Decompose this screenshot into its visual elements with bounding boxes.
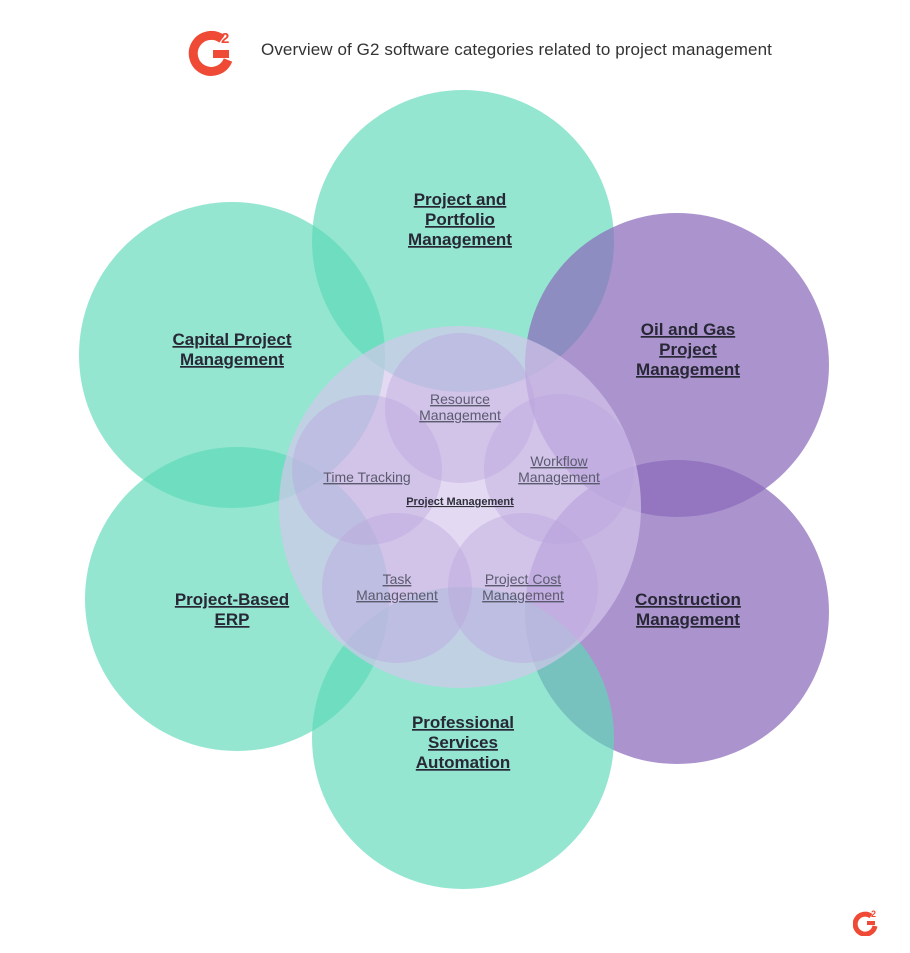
circle-workflow-management (484, 394, 634, 544)
label-project-and-portfolio-management-line: Management (408, 230, 512, 249)
circle-task-management (322, 513, 472, 663)
label-professional-services-automation-line: Automation (416, 753, 510, 772)
circle-time-tracking (292, 395, 442, 545)
circle-resource-management (385, 333, 535, 483)
label-project-cost-management-line: Project Cost (485, 571, 561, 587)
svg-text:2: 2 (871, 909, 876, 919)
page-title: Overview of G2 software categories relat… (261, 40, 772, 59)
label-time-tracking-line: Time Tracking (323, 469, 410, 485)
circle-project-cost-management (448, 513, 598, 663)
label-project-based-erp-line: Project-Based (175, 590, 289, 609)
label-construction-management-line: Construction (635, 590, 741, 609)
inner-circles (279, 326, 641, 688)
label-project-cost-management-line: Management (482, 587, 564, 603)
label-project-based-erp-line: ERP (215, 610, 250, 629)
label-project-management[interactable]: Project Management (406, 496, 514, 508)
label-oil-and-gas-project-management-line: Project (659, 340, 717, 359)
label-professional-services-automation-line: Professional (412, 713, 514, 732)
g2-logo-icon: 2 (188, 30, 233, 76)
label-workflow-management-line: Workflow (530, 453, 588, 469)
g2-footer-logo-icon: 2 (853, 909, 878, 936)
svg-text:2: 2 (221, 30, 229, 47)
label-professional-services-automation-line: Services (428, 733, 498, 752)
label-task-management-line: Management (356, 587, 438, 603)
label-resource-management-line: Resource (430, 391, 490, 407)
label-time-tracking[interactable]: Time Tracking (323, 469, 410, 485)
label-resource-management-line: Management (419, 407, 501, 423)
label-capital-project-management-line: Capital Project (172, 330, 291, 349)
label-task-management-line: Task (383, 571, 413, 587)
label-workflow-management-line: Management (518, 469, 600, 485)
label-project-and-portfolio-management-line: Project and (414, 190, 507, 209)
label-project-and-portfolio-management-line: Portfolio (425, 210, 495, 229)
label-oil-and-gas-project-management-line: Oil and Gas (641, 320, 735, 339)
label-capital-project-management-line: Management (180, 350, 284, 369)
label-construction-management-line: Management (636, 610, 740, 629)
label-oil-and-gas-project-management-line: Management (636, 360, 740, 379)
circle-project-management (279, 326, 641, 688)
